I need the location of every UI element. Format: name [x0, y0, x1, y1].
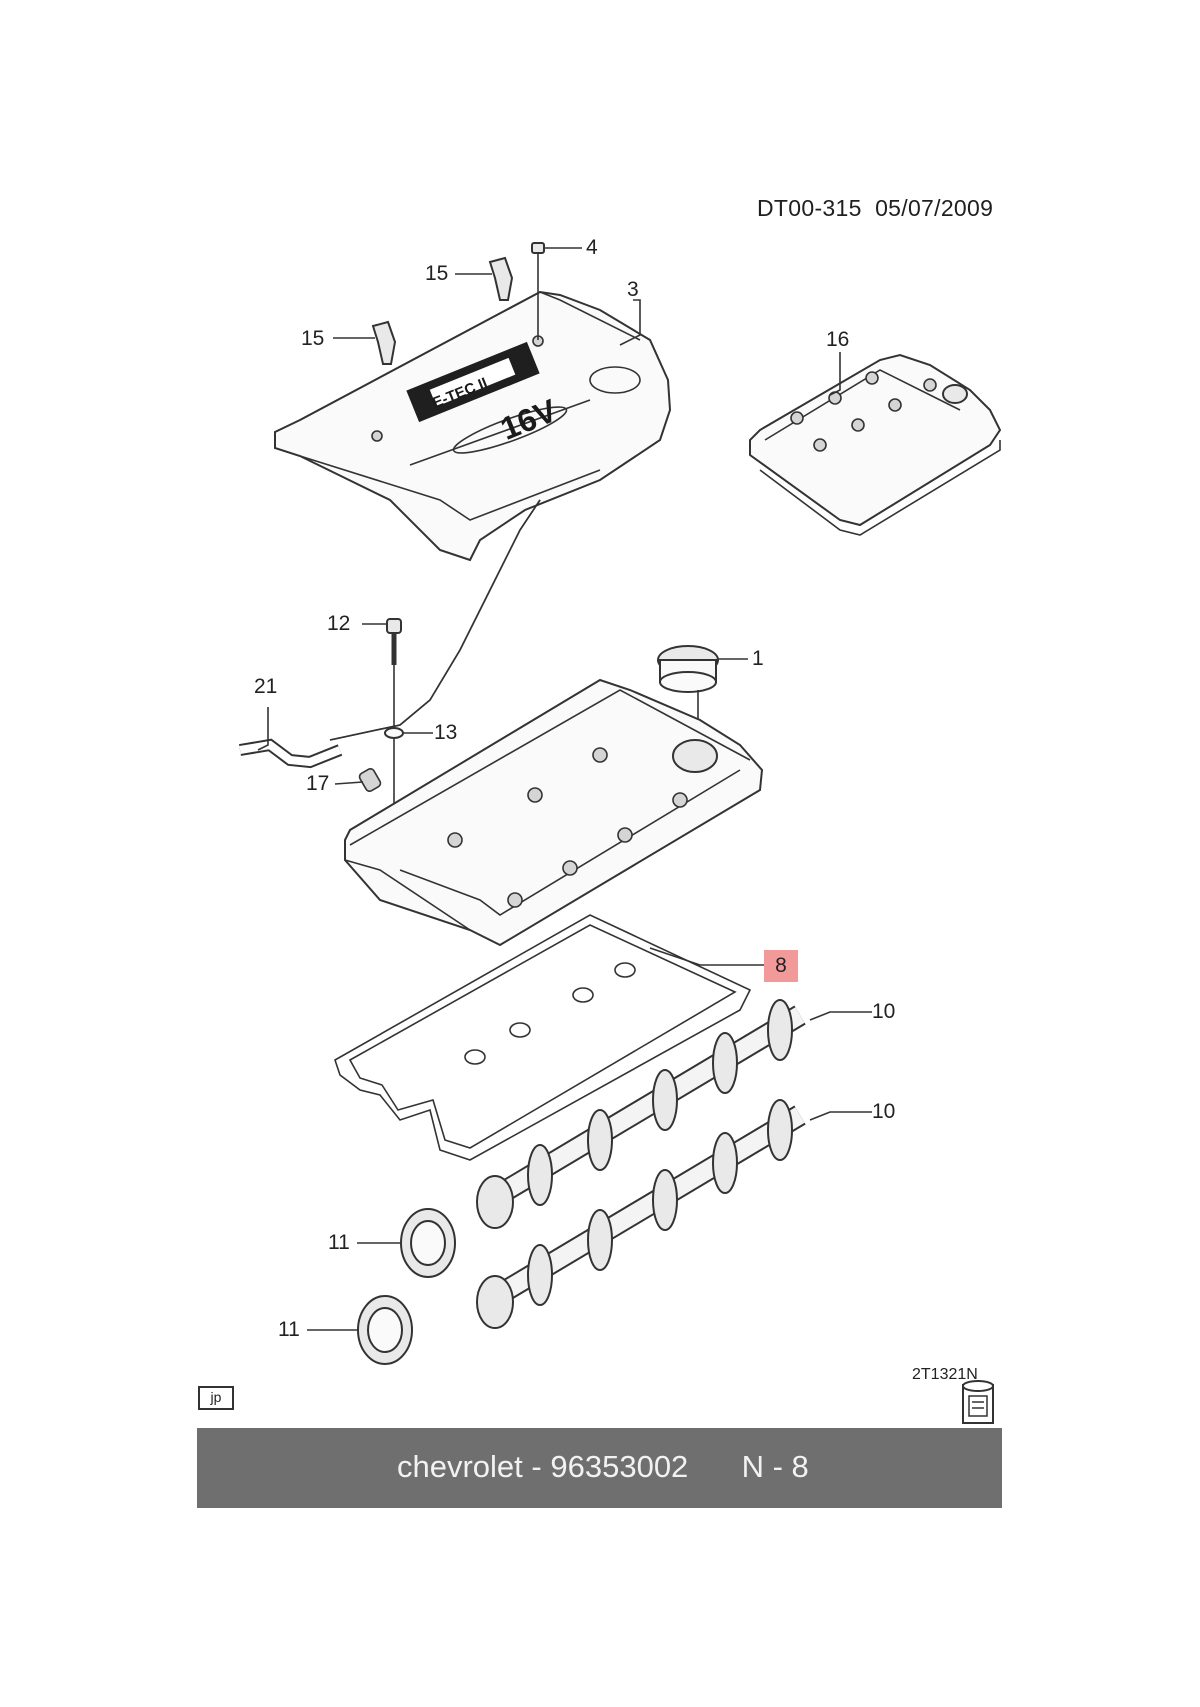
callout-3: 3 [627, 278, 639, 301]
jp-badge: jp [198, 1386, 234, 1410]
callout-21: 21 [254, 675, 278, 698]
callout-13: 13 [434, 721, 458, 744]
callout-11a: 11 [328, 1231, 350, 1254]
callout-11b: 11 [278, 1318, 300, 1341]
callout-10a: 10 [872, 1000, 896, 1023]
leader-lines [257, 247, 872, 1331]
gasket-part-8 [334, 914, 752, 1161]
seal-part-11a [400, 1208, 456, 1278]
seal-part-11b [357, 1295, 413, 1365]
callout-1: 1 [752, 647, 764, 670]
diagram-header: DT00-315 05/07/2009 [757, 195, 993, 222]
illustration-code: 2T1321N [912, 1366, 978, 1383]
footer-bar: chevrolet - 96353002 N - 8 [197, 1428, 1002, 1508]
callout-15a: 15 [425, 262, 449, 285]
diagram-id: DT00-315 [757, 195, 862, 221]
clip-part-15b [371, 320, 397, 365]
footer-separator: - [531, 1449, 542, 1484]
footer-brand: chevrolet [397, 1449, 523, 1484]
diagram-date: 05/07/2009 [875, 195, 994, 221]
callout-17: 17 [306, 772, 330, 795]
footer-part-number: 96353002 [550, 1449, 689, 1484]
cylinder-head-cover [344, 678, 764, 947]
camshaft-part-10a [476, 999, 806, 1229]
callout-16: 16 [826, 328, 850, 351]
footer-page-ref: N - 8 [741, 1449, 809, 1484]
callout-4: 4 [586, 236, 598, 259]
engine-cover-part-3 [274, 290, 672, 562]
etec-badge-inner [429, 357, 516, 407]
camshaft-part-10b [476, 1099, 806, 1329]
head-cover-assembly-part-16 [749, 353, 1002, 536]
oil-cap-part-1 [657, 645, 719, 735]
pcv-valve-part-17 [358, 768, 382, 792]
clip-part-15a [488, 256, 514, 301]
callout-10b: 10 [872, 1100, 896, 1123]
document-icon [962, 1380, 994, 1424]
callout-15b: 15 [301, 327, 325, 350]
footer-part-info: chevrolet - 96353002 N - 8 [397, 1449, 809, 1485]
callout-12: 12 [327, 612, 351, 635]
callout-8-highlight: 8 [764, 950, 798, 982]
